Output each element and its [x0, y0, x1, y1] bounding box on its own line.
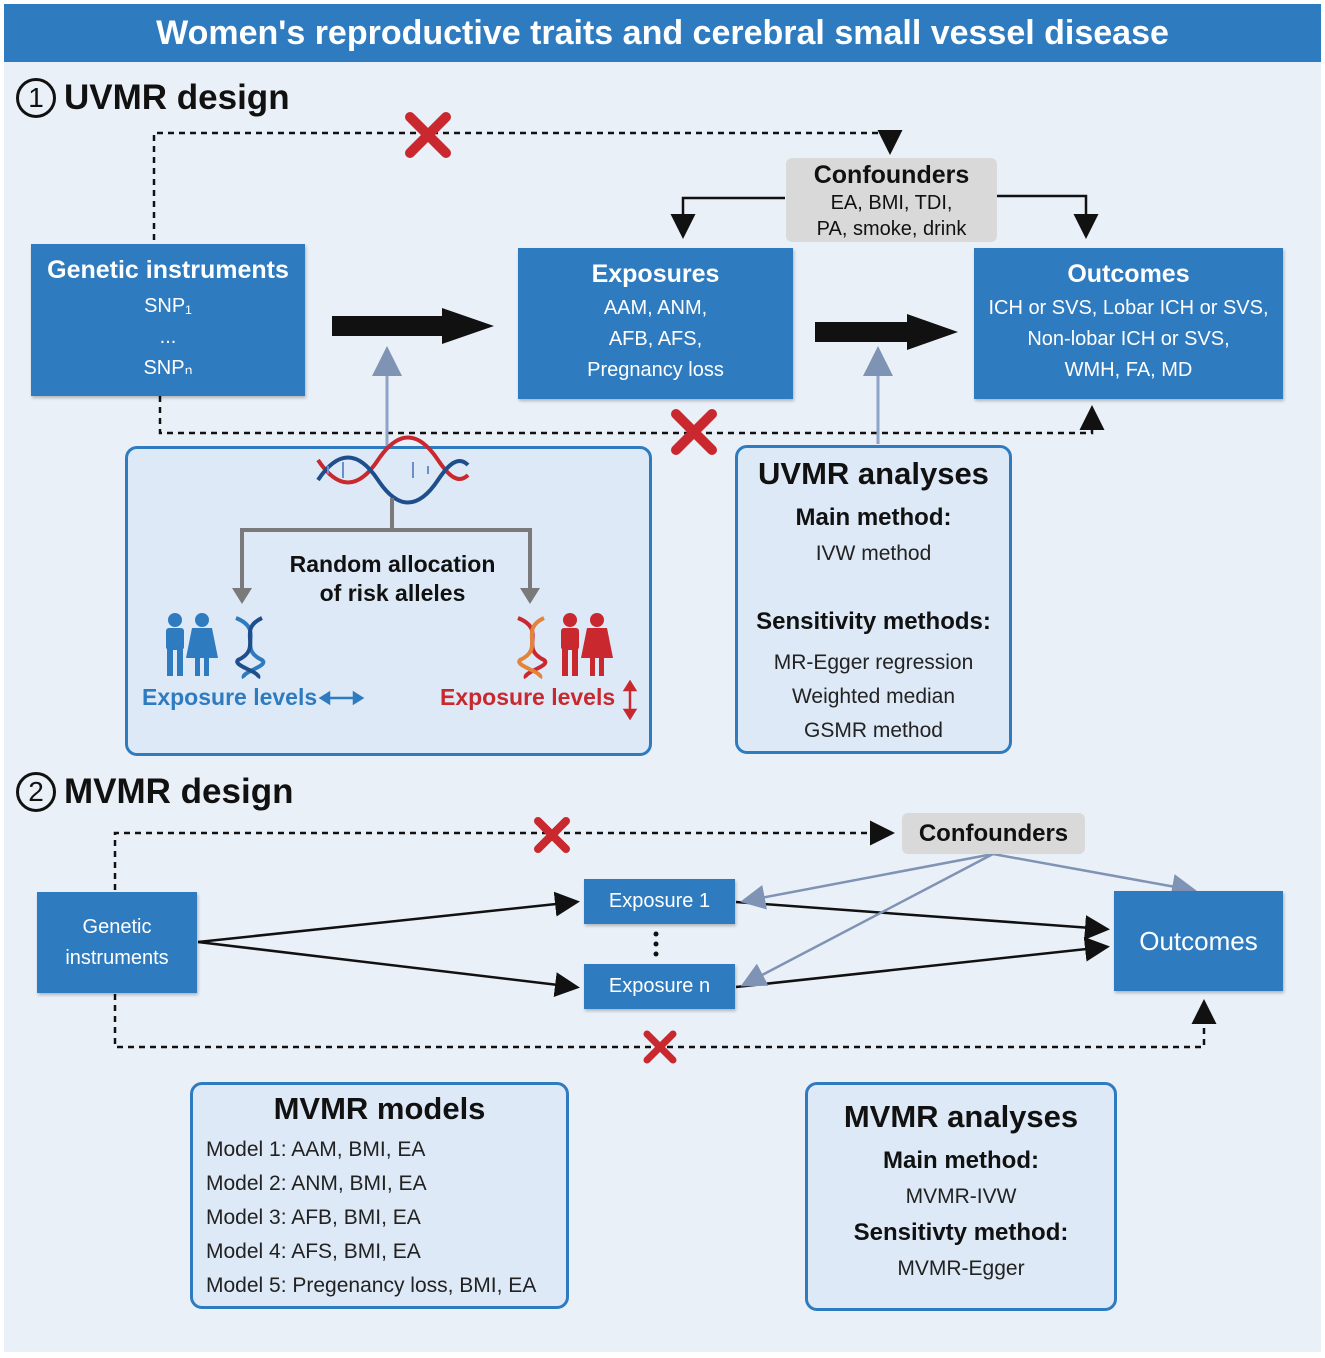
- section-number: 1: [16, 78, 56, 118]
- sensitivity-method: Weighted median: [791, 685, 956, 708]
- exposure-line: Pregnancy loss: [587, 359, 724, 381]
- box-text: instruments: [65, 947, 169, 969]
- mvmr-models-panel: MVMR models Model 1: AAM, BMI, EA Model …: [190, 1082, 569, 1309]
- mvmr-confounder-to-outcome-arrow: [992, 852, 1197, 899]
- model-item: Model 1: AAM, BMI, EA: [206, 1138, 426, 1161]
- mvmr-confounders-box: Confounders: [902, 813, 1085, 854]
- box-text: Genetic: [82, 916, 152, 938]
- allocation-branch: [240, 498, 394, 590]
- exposure1-to-outcome-arrow: [735, 900, 1110, 941]
- cross-icon: [671, 409, 717, 455]
- people-icon-blue: [166, 613, 218, 676]
- instrument-to-exposure-arrow: [332, 308, 494, 344]
- box-title: Outcomes: [1067, 260, 1190, 288]
- uvmr-dashed-top-path: [152, 130, 903, 240]
- exposure-levels-changed: Exposure levels: [440, 684, 616, 710]
- confounder-line: PA, smoke, drink: [816, 218, 967, 240]
- allocation-text: of risk alleles: [319, 580, 466, 606]
- box-title: Genetic instruments: [47, 256, 289, 284]
- outcome-line: ICH or SVS, Lobar ICH or SVS,: [988, 297, 1269, 319]
- exposuren-to-outcome-arrow: [735, 936, 1110, 989]
- exposure-line: AAM, ANM,: [603, 297, 708, 319]
- random-allocation-label: Random allocation of risk alleles: [260, 550, 525, 608]
- sensitivity-method: GSMR method: [804, 719, 943, 742]
- confounder-line: EA, BMI, TDI,: [830, 192, 953, 214]
- snp-line: ...: [159, 326, 177, 348]
- mvmr-heading: 2 MVMR design: [16, 772, 293, 812]
- box-title: Exposures: [591, 260, 720, 288]
- mvmr-genetic-instruments-box: Genetic instruments: [37, 892, 197, 993]
- genetic-instruments-box: Genetic instruments SNP₁ ... SNPₙ: [31, 244, 305, 396]
- random-allocation-panel: [125, 446, 652, 756]
- main-method: IVW method: [815, 542, 932, 565]
- snp-line: SNP₁: [144, 295, 192, 317]
- exposure-1-box: Exposure 1: [584, 879, 735, 924]
- sensitivity-method: MR-Egger regression: [773, 651, 974, 674]
- outcomes-box: Outcomes ICH or SVS, Lobar ICH or SVS, N…: [974, 248, 1283, 399]
- outcome-line: WMH, FA, MD: [1064, 359, 1193, 381]
- dna-helix-icon: [316, 435, 470, 505]
- confounder-to-outcome-arrow: [997, 194, 1099, 239]
- figure-title: Women's reproductive traits and cerebral…: [4, 4, 1321, 62]
- instrument-to-exposuren-arrow: [197, 940, 580, 998]
- section-number: 2: [16, 772, 56, 812]
- mvmr-confounder-to-exposure1-arrow: [740, 852, 994, 910]
- sensitivity-method-heading: Sensitivty method:: [853, 1219, 1069, 1246]
- model-item: Model 5: Pregenancy loss, BMI, EA: [206, 1274, 537, 1297]
- main-method: MVMR-IVW: [905, 1185, 1017, 1208]
- outcome-line: Non-lobar ICH or SVS,: [1027, 328, 1230, 350]
- mvmr-outcomes-box: Outcomes: [1114, 891, 1283, 991]
- panel-title: MVMR models: [273, 1091, 486, 1126]
- dna-icon-red: [517, 616, 548, 680]
- main-method-heading: Main method:: [795, 504, 952, 531]
- horizontal-double-arrow-icon: [318, 690, 365, 706]
- section-title: MVMR design: [64, 772, 294, 811]
- exposure-n-box: Exposure n: [584, 964, 735, 1009]
- vertical-double-arrow-icon: [622, 679, 638, 721]
- cross-icon: [534, 817, 570, 853]
- panel-title: UVMR analyses: [758, 456, 989, 491]
- model-item: Model 4: AFS, BMI, EA: [206, 1240, 421, 1263]
- confounder-to-exposure-arrow: [670, 196, 785, 239]
- allocation-branch: [392, 528, 532, 590]
- sensitivity-method: MVMR-Egger: [897, 1257, 1025, 1280]
- ellipsis-dot: [653, 951, 659, 957]
- uvmr-analyses-panel: UVMR analyses Main method: IVW method Se…: [735, 445, 1012, 754]
- model-item: Model 2: ANM, BMI, EA: [206, 1172, 427, 1195]
- main-method-heading: Main method:: [883, 1147, 1039, 1174]
- exposures-box: Exposures AAM, ANM, AFB, AFS, Pregnancy …: [518, 248, 793, 399]
- mvmr-dashed-top-path: [113, 820, 895, 890]
- cross-icon: [643, 1030, 677, 1064]
- panel-title: MVMR analyses: [843, 1099, 1079, 1134]
- dna-icon-blue: [235, 616, 266, 680]
- allocation-text: Random allocation: [289, 551, 496, 577]
- uvmr-dashed-bottom-path: [158, 396, 1105, 435]
- sensitivity-methods-heading: Sensitivity methods:: [756, 608, 991, 635]
- people-icon-red: [561, 613, 613, 676]
- exposure-line: AFB, AFS,: [608, 328, 703, 350]
- exposure-levels-unchanged: Exposure levels: [142, 684, 318, 710]
- mvmr-confounder-to-exposuren-arrow: [740, 852, 994, 987]
- ellipsis-dot: [653, 931, 659, 937]
- snp-line: SNPₙ: [143, 357, 193, 379]
- ellipsis-dot: [653, 941, 659, 947]
- box-title: Confounders: [813, 161, 970, 189]
- cross-icon: [405, 112, 451, 158]
- model-item: Model 3: AFB, BMI, EA: [206, 1206, 421, 1229]
- confounders-box: Confounders EA, BMI, TDI, PA, smoke, dri…: [786, 158, 997, 242]
- section-title: UVMR design: [64, 78, 290, 117]
- mvmr-analyses-panel: MVMR analyses Main method: MVMR-IVW Sens…: [805, 1082, 1117, 1311]
- instrument-to-exposure1-arrow: [197, 891, 580, 944]
- uvmr-heading: 1 UVMR design: [16, 78, 290, 118]
- exposure-to-outcome-arrow: [815, 314, 958, 350]
